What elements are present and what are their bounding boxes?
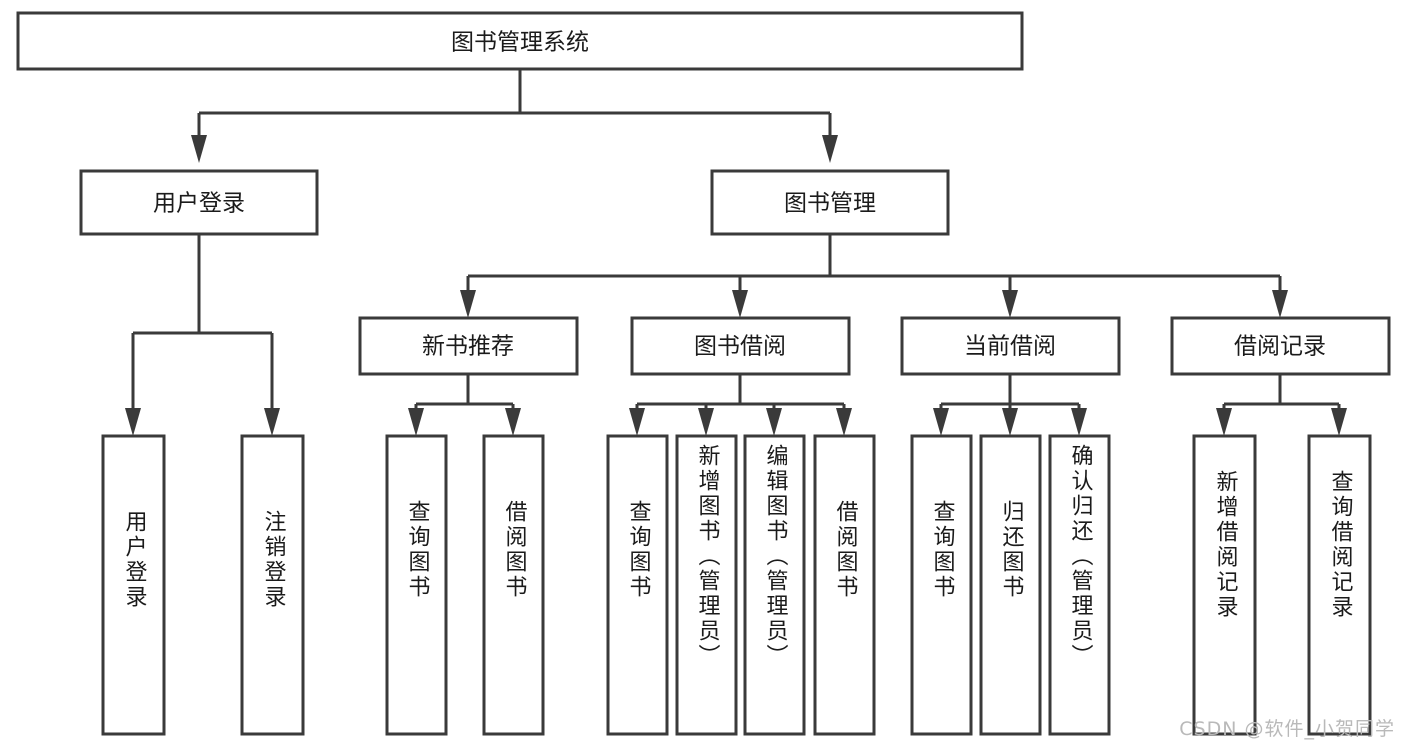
arrow-currentborrow-leaf-1	[933, 408, 949, 436]
node-user-login-label: 用户登录	[153, 191, 245, 217]
connector-group-current-borrow	[933, 374, 1087, 436]
node-user-login-box[interactable]	[79, 169, 319, 236]
csdn-watermark: CSDN @软件_小贺同学	[1179, 718, 1395, 740]
leaf-box-current-borrow-2[interactable]	[979, 434, 1042, 736]
node-book-borrow-box[interactable]	[630, 316, 851, 376]
connector-group-book-borrow	[629, 374, 852, 436]
node-borrow-records-box[interactable]	[1170, 316, 1391, 376]
node-current-borrow-label: 当前借阅	[964, 334, 1056, 360]
node-book-mgmt-label: 图书管理	[784, 191, 876, 217]
leaf-box-user-login-2[interactable]	[240, 434, 305, 736]
node-current-borrow-box[interactable]	[900, 316, 1121, 376]
node-book-borrow-label: 图书借阅	[694, 334, 786, 360]
arrow-newbook-leaf-1	[408, 408, 424, 436]
connector-group-new-book	[408, 374, 521, 436]
arrow-root-to-user-login	[191, 135, 207, 163]
arrow-borrowrecords-leaf-2	[1331, 408, 1347, 436]
leaf-box-current-borrow-3[interactable]	[1048, 434, 1111, 736]
connector-group-user-login	[125, 234, 280, 436]
arrow-root-to-book-mgmt	[822, 135, 838, 163]
arrow-userlogin-leaf-1	[125, 408, 141, 436]
leaf-box-book-borrow-3[interactable]	[743, 434, 806, 736]
node-root-box[interactable]	[16, 11, 1024, 71]
node-book-mgmt-box[interactable]	[710, 169, 950, 236]
leaf-box-book-borrow-1[interactable]	[606, 434, 669, 736]
arrow-bookmgmt-current-borrow	[1002, 290, 1018, 318]
arrow-bookborrow-leaf-1	[629, 408, 645, 436]
node-new-book-box[interactable]	[358, 316, 579, 376]
node-new-book-label: 新书推荐	[422, 334, 514, 360]
arrow-bookborrow-leaf-2	[698, 408, 714, 436]
connector-group-borrow-records	[1216, 374, 1347, 436]
arrow-newbook-leaf-2	[505, 408, 521, 436]
node-root-label: 图书管理系统	[451, 30, 589, 56]
arrow-currentborrow-leaf-3	[1071, 408, 1087, 436]
connector-group-book-mgmt	[460, 234, 1288, 318]
leaf-box-book-borrow-4[interactable]	[813, 434, 876, 736]
connector-group-root	[191, 69, 838, 163]
leaf-box-new-book-2[interactable]	[482, 434, 545, 736]
leaf-box-borrow-records-1[interactable]	[1192, 434, 1257, 736]
arrow-bookborrow-leaf-3	[766, 408, 782, 436]
arrow-currentborrow-leaf-2	[1002, 408, 1018, 436]
arrow-bookmgmt-borrow-records	[1272, 290, 1288, 318]
arrow-bookmgmt-new-book	[460, 290, 476, 318]
leaf-box-borrow-records-2[interactable]	[1307, 434, 1372, 736]
arrow-bookmgmt-book-borrow	[732, 290, 748, 318]
arrow-bookborrow-leaf-4	[836, 408, 852, 436]
leaf-box-user-login-1[interactable]	[101, 434, 166, 736]
leaf-box-new-book-1[interactable]	[385, 434, 448, 736]
arrow-borrowrecords-leaf-1	[1216, 408, 1232, 436]
node-borrow-records-label: 借阅记录	[1234, 334, 1326, 360]
leaf-box-current-borrow-1[interactable]	[910, 434, 973, 736]
leaf-box-book-borrow-2[interactable]	[675, 434, 738, 736]
arrow-userlogin-leaf-2	[264, 408, 280, 436]
